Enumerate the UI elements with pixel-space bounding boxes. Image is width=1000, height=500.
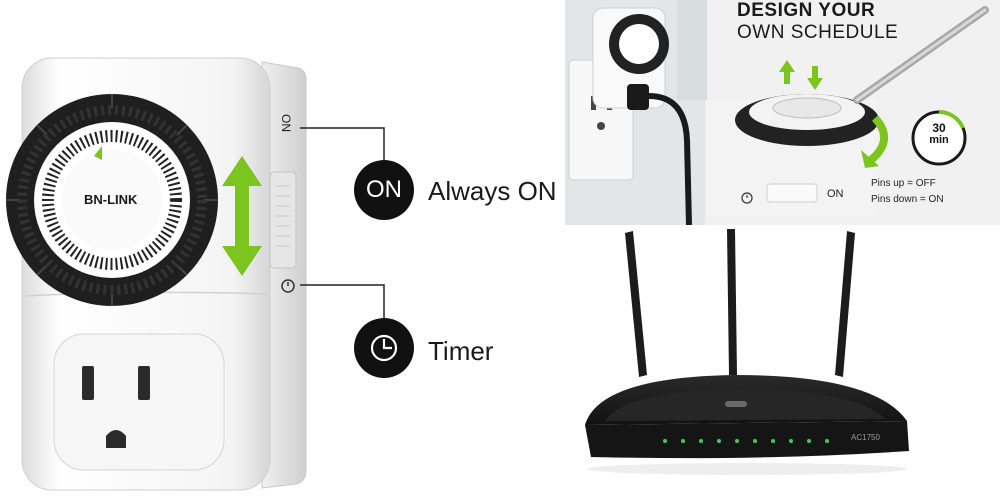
antenna-left-icon — [625, 231, 647, 377]
timer-product-panel: BN-LINK ON — [6, 57, 557, 491]
brand-logo: BN-LINK — [84, 192, 138, 207]
timer-label: Timer — [428, 336, 494, 366]
schedule-slide-switch — [766, 183, 818, 203]
outlet-slot-right — [138, 366, 150, 400]
pins-down-legend: Pins down = ON — [871, 194, 944, 205]
timer-badge — [354, 318, 414, 378]
timer-callout-line — [300, 284, 385, 320]
timer-product-illustration: BN-LINK — [6, 57, 385, 491]
on-callout-line — [300, 127, 385, 164]
schedule-switch-on-label: ON — [827, 188, 844, 200]
clock-icon — [370, 334, 398, 362]
badge-minutes-unit: min — [929, 134, 949, 146]
schedule-subtitle: OWN SCHEDULE — [737, 22, 899, 43]
schedule-illustration — [565, 0, 989, 225]
router-illustration — [585, 229, 909, 475]
slide-direction-arrow-icon — [222, 156, 262, 276]
router-model-label: AC1750 — [851, 433, 880, 442]
always-on-label: Always ON — [428, 176, 557, 206]
outlet-plate — [53, 333, 225, 471]
rotate-arrow-icon — [868, 115, 888, 164]
status-leds — [663, 439, 829, 443]
pins-up-legend: Pins up = OFF — [871, 178, 936, 189]
schedule-timer-symbol-icon — [741, 192, 753, 204]
device-timer-symbol-icon — [281, 279, 295, 293]
router-panel: AC1750 — [565, 225, 1000, 500]
slider-grip — [276, 185, 290, 247]
schedule-panel: DESIGN YOUR OWN SCHEDULE ON 30 min Pins … — [565, 0, 1000, 225]
dial-pointer-icon — [94, 146, 102, 160]
schedule-title: DESIGN YOUR — [737, 0, 876, 21]
antenna-center-icon — [727, 229, 737, 375]
outlet-ground-hole — [106, 430, 126, 448]
device-on-label: ON — [279, 114, 293, 132]
antenna-right-icon — [835, 231, 855, 377]
badge-minutes-value: 30 — [932, 121, 946, 135]
thirty-minute-badge — [911, 110, 967, 166]
always-on-badge: ON — [354, 160, 414, 220]
pin-direction-arrows-icon — [779, 60, 823, 90]
outlet-slot-left — [82, 366, 94, 400]
